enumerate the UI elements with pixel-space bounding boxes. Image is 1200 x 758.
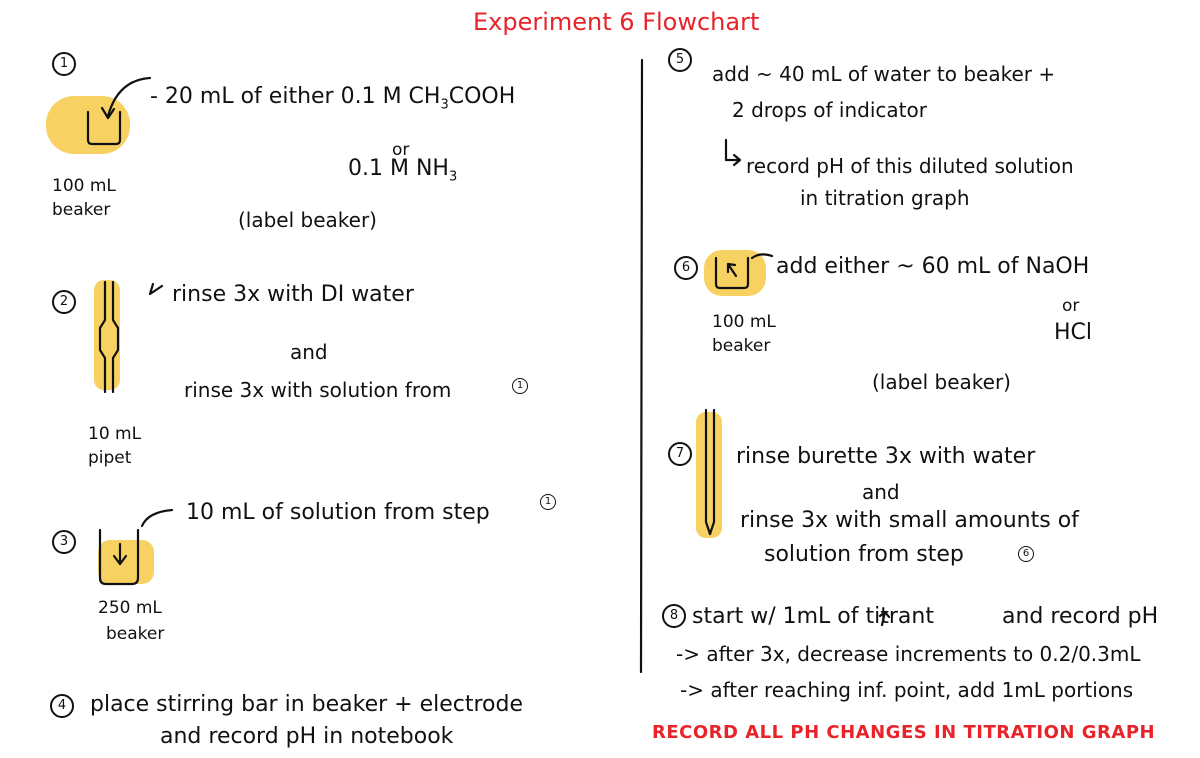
step1-vessel-line1: 100 mL (52, 176, 116, 196)
step-number: 3 (52, 530, 76, 554)
step2-vessel-line1: 10 mL (88, 424, 142, 444)
step2-line2: rinse 3x with solution from (184, 378, 451, 402)
step8-footer: RECORD ALL PH CHANGES IN TITRATION GRAPH (652, 722, 1156, 743)
step7-line3-text: solution from step (764, 542, 964, 567)
step-number: 4 (50, 694, 74, 718)
step-number: 7 (668, 442, 692, 466)
step-ref: 1 (512, 378, 528, 394)
step5-line2: 2 drops of indicator (732, 98, 927, 122)
step-number: 6 (674, 256, 698, 280)
step4-line2: and record pH in notebook (160, 724, 454, 749)
page-title: Experiment 6 Flowchart (473, 8, 760, 36)
step5-line4: in titration graph (800, 186, 970, 210)
step6-line1: add either ~ 60 mL of NaOH (776, 254, 1090, 279)
step8-line2: -> after 3x, decrease increments to 0.2/… (676, 642, 1141, 666)
step1-line1: - 20 mL of either 0.1 M CH (150, 84, 441, 109)
beaker-icon (98, 528, 154, 586)
step6-label: (label beaker) (872, 370, 1011, 394)
step1-or: or (392, 140, 410, 160)
beaker-icon (46, 96, 130, 154)
step-number: 8 (662, 604, 686, 628)
step-number: 5 (668, 48, 692, 72)
step1-sub1: 3 (440, 97, 449, 113)
step3-vessel-line1: 250 mL (98, 598, 162, 618)
step7-line3: solution from step (764, 542, 964, 567)
step1-label: (label beaker) (238, 208, 377, 232)
curved-arrow-icon (106, 76, 152, 118)
step2-and: and (290, 340, 328, 364)
step7-and: and (862, 480, 900, 504)
step6-or: or (1062, 296, 1080, 316)
step-number: 1 (52, 52, 76, 76)
step1-text: - 20 mL of either 0.1 M CH3COOH (150, 84, 515, 112)
step2-line1: rinse 3x with DI water (172, 282, 414, 307)
step-ref: 1 (540, 494, 556, 510)
step3-line1: 10 mL of solution from step (186, 500, 490, 525)
step7-line1: rinse burette 3x with water (736, 444, 1036, 469)
step6-vessel-line2: beaker (712, 336, 771, 356)
step8-line1: start w/ 1mL of titrant (692, 604, 934, 629)
step7-line2: rinse 3x with small amounts of (740, 508, 1079, 533)
step4-line1: place stirring bar in beaker + electrode (90, 692, 523, 717)
step5-line3: record pH of this diluted solution (746, 154, 1074, 178)
beaker-icon (704, 250, 766, 296)
step6-line2: HCl (1054, 320, 1093, 345)
step3-vessel-line2: beaker (106, 624, 165, 644)
burette-icon (696, 408, 722, 538)
step1-line2-text: 0.1 M NH (348, 156, 449, 181)
step-ref: 6 (1018, 546, 1034, 562)
step8-line3: -> after reaching inf. point, add 1mL po… (680, 678, 1134, 702)
step8-line1-text: start w/ 1mL of titrant (692, 604, 934, 629)
step1-line2: 0.1 M NH3 (348, 156, 457, 184)
step-number: 2 (52, 290, 76, 314)
step1-line1b: COOH (448, 84, 516, 109)
column-divider (639, 58, 644, 674)
step2-vessel-line2: pipet (88, 448, 132, 468)
step6-vessel-line1: 100 mL (712, 312, 776, 332)
step1-sub2: 3 (448, 169, 458, 185)
step8-line1b: and record pH (1002, 604, 1159, 629)
step5-line1: add ~ 40 mL of water to beaker + (712, 62, 1056, 86)
pipet-icon (94, 280, 120, 394)
step1-vessel-line2: beaker (52, 200, 111, 220)
step3-line1-text: 10 mL of solution from step (186, 500, 490, 525)
step2-line2-text: rinse 3x with solution from (184, 378, 452, 402)
